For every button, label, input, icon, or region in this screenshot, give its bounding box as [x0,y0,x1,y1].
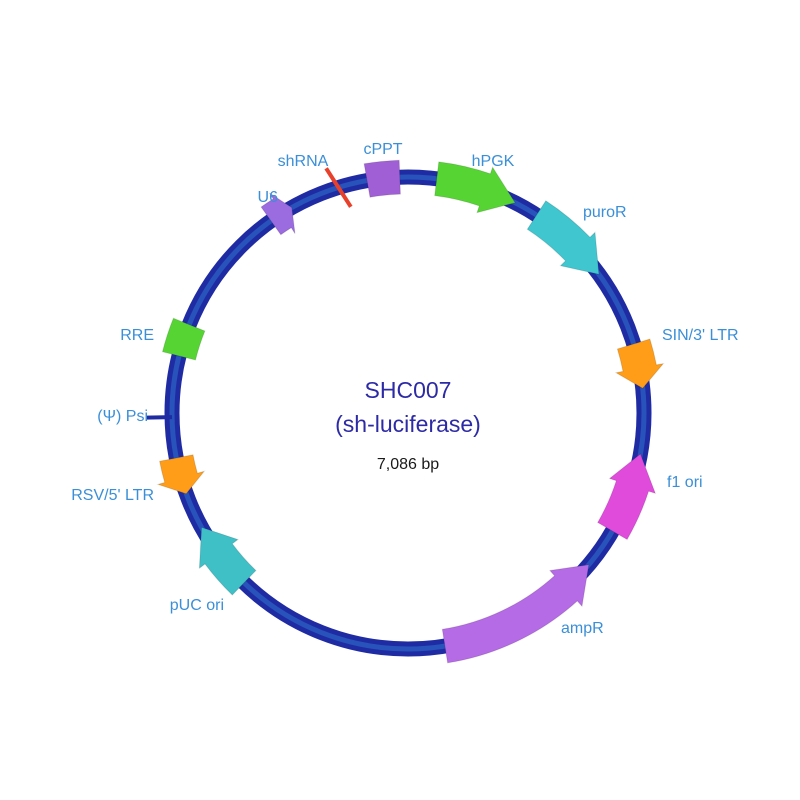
label-cppt: cPPT [363,141,402,158]
feature-rsv5 [156,454,206,495]
label-hpgk: hPGK [472,153,515,170]
feature-puror [526,200,600,275]
label-sin3: SIN/3' LTR [662,327,739,344]
label-psi: (Ψ) Psi [97,408,148,425]
label-pucori: pUC ori [170,597,224,614]
feature-f1ori [597,453,657,541]
label-rsv5: RSV/5' LTR [71,487,154,504]
feature-shapes [146,159,665,664]
label-ampr: ampR [561,620,604,637]
label-f1ori: f1 ori [667,474,703,491]
feature-ampr [441,564,590,664]
backbone-inner [169,174,647,652]
plasmid-subtitle: (sh-luciferase) [335,411,481,437]
feature-u6 [260,192,296,236]
feature-cppt [363,159,401,198]
feature-shrna [324,167,353,208]
label-rre: RRE [120,327,154,344]
feature-sin3 [614,338,665,389]
feature-rre [161,317,206,361]
feature-hpgk [434,161,516,214]
plasmid-size: 7,086 bp [377,456,439,473]
feature-pucori [198,526,257,596]
label-shrna: shRNA [278,153,329,170]
label-puror: puroR [583,204,627,221]
plasmid-name: SHC007 [365,377,452,403]
label-u6: U6 [258,189,279,206]
